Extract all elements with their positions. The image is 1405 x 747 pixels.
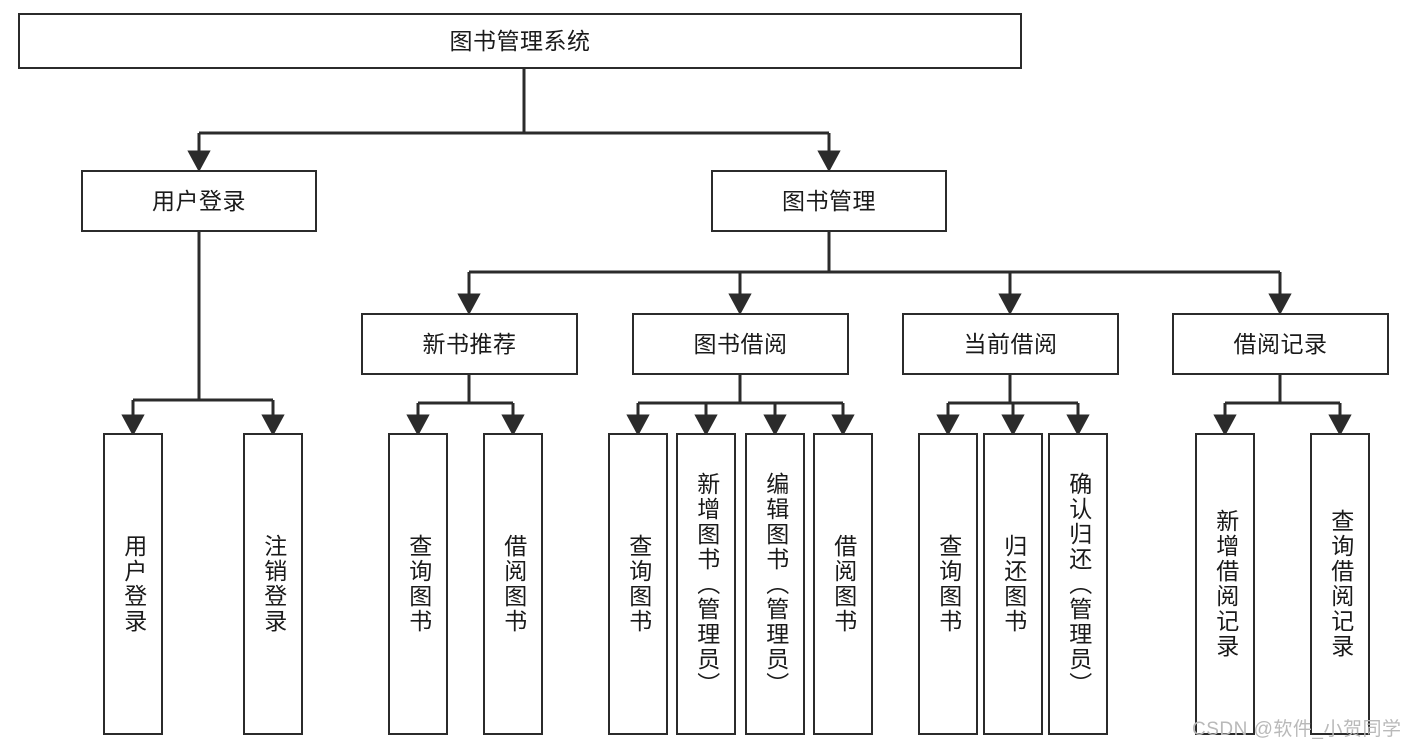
node-label: 新书推荐	[422, 330, 517, 357]
node-label: 图书借阅	[693, 330, 788, 357]
node-leaf-query-book-borrow[interactable]: 查询图书	[608, 433, 668, 735]
node-label: 当前借阅	[963, 330, 1058, 357]
node-label: 用户登录	[120, 534, 147, 634]
node-label: 查询图书	[625, 534, 652, 634]
node-label: 确认归还（管理员）	[1065, 471, 1092, 697]
node-label: 查询借阅记录	[1327, 509, 1354, 659]
node-level3-book-borrow[interactable]: 图书借阅	[632, 313, 849, 375]
node-leaf-borrow-book[interactable]: 借阅图书	[813, 433, 873, 735]
node-level2-book-management[interactable]: 图书管理	[711, 170, 947, 232]
node-leaf-confirm-return-admin[interactable]: 确认归还（管理员）	[1048, 433, 1108, 735]
node-leaf-add-book-admin[interactable]: 新增图书（管理员）	[676, 433, 736, 735]
node-leaf-query-borrow-record[interactable]: 查询借阅记录	[1310, 433, 1370, 735]
node-leaf-edit-book-admin[interactable]: 编辑图书（管理员）	[745, 433, 805, 735]
node-label: 新增借阅记录	[1212, 509, 1239, 659]
node-level3-new-book-recommend[interactable]: 新书推荐	[361, 313, 578, 375]
node-label: 借阅图书	[500, 534, 527, 634]
node-label: 新增图书（管理员）	[693, 471, 720, 697]
node-leaf-query-book-new[interactable]: 查询图书	[388, 433, 448, 735]
node-leaf-add-borrow-record[interactable]: 新增借阅记录	[1195, 433, 1255, 735]
node-label: 图书管理	[782, 187, 876, 214]
node-level2-user-login[interactable]: 用户登录	[81, 170, 317, 232]
node-root[interactable]: 图书管理系统	[18, 13, 1022, 69]
node-level3-borrow-record[interactable]: 借阅记录	[1172, 313, 1389, 375]
node-leaf-user-login[interactable]: 用户登录	[103, 433, 163, 735]
node-label: 用户登录	[152, 187, 246, 214]
node-label: 编辑图书（管理员）	[762, 471, 789, 697]
node-leaf-logout[interactable]: 注销登录	[243, 433, 303, 735]
node-root-label: 图书管理系统	[449, 27, 591, 54]
node-leaf-return-book[interactable]: 归还图书	[983, 433, 1043, 735]
node-level3-current-borrow[interactable]: 当前借阅	[902, 313, 1119, 375]
node-label: 归还图书	[1000, 534, 1027, 634]
node-label: 注销登录	[260, 534, 287, 634]
node-label: 查询图书	[935, 534, 962, 634]
watermark: CSDN @软件_小贺同学	[1192, 719, 1402, 740]
node-label: 查询图书	[405, 534, 432, 634]
node-label: 借阅图书	[830, 534, 857, 634]
node-label: 借阅记录	[1233, 330, 1328, 357]
node-leaf-borrow-book-new[interactable]: 借阅图书	[483, 433, 543, 735]
node-leaf-query-book-current[interactable]: 查询图书	[918, 433, 978, 735]
